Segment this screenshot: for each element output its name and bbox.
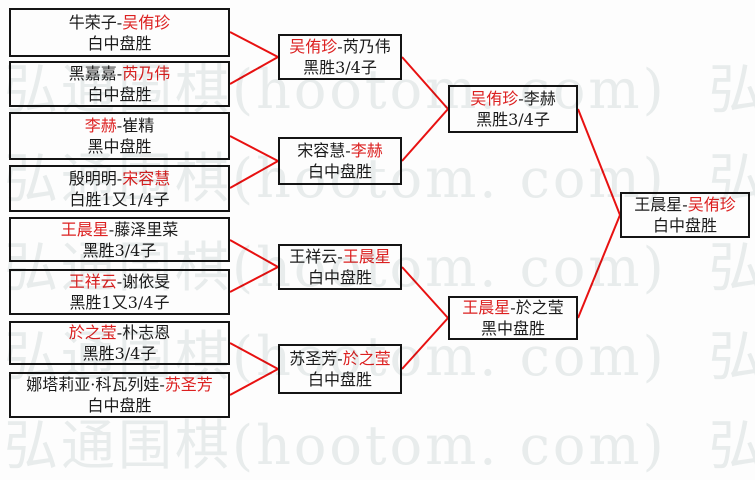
player-name: 芮乃伟: [342, 37, 391, 56]
match-players: 牛荣子-吴侑珍: [68, 12, 171, 32]
match-players: 宋容慧-李赫: [297, 141, 383, 160]
player-name: 於之莹: [515, 298, 564, 317]
player-name: 宋容慧: [122, 168, 171, 188]
match-result: 白胜1又1/4子: [69, 189, 170, 209]
player-name: 吴侑珍: [687, 195, 736, 214]
player-name: 朴志恩: [122, 323, 171, 342]
match-result: 黑中盘胜: [87, 137, 152, 156]
player-name: 牛荣子: [68, 12, 117, 32]
player-name: 苏圣芳: [289, 349, 338, 368]
connector-line: [229, 266, 279, 293]
match-box-final: 王晨星-吴侑珍 白中盘胜: [620, 192, 750, 238]
player-name: 李赫: [84, 116, 117, 135]
match-players: 娜塔莉亚·科瓦列娃-苏圣芳: [26, 375, 213, 394]
match-players: 殷明明-宋容慧: [68, 168, 171, 188]
player-name: 吴侑珍: [470, 89, 519, 108]
connector-line: [229, 239, 279, 268]
match-result: 黑胜1又3/4子: [69, 293, 170, 312]
match-box-semifinal-1: 吴侑珍-李赫 黑胜3/4子: [448, 85, 578, 133]
player-name: 殷明明: [68, 168, 117, 188]
connector-line: [229, 368, 279, 396]
player-name: 王晨星: [634, 195, 683, 214]
match-box-round1-7: 於之莹-朴志恩 黑胜3/4子: [9, 321, 230, 365]
player-name: 谢依旻: [122, 272, 171, 291]
match-box-semifinal-2: 王晨星-於之莹 黑中盘胜: [448, 296, 578, 340]
match-players: 王晨星-藤泽里菜: [60, 219, 179, 239]
player-name: 苏圣芳: [164, 375, 213, 394]
connector-line: [401, 266, 449, 319]
match-result: 白中盘胜: [307, 162, 372, 181]
match-box-round2-1: 吴侑珍-芮乃伟 黑胜3/4子: [278, 34, 402, 80]
connector-line: [229, 160, 279, 189]
match-box-round1-5: 王晨星-藤泽里菜 黑胜3/4子: [9, 217, 230, 262]
player-name: 於之莹: [68, 323, 117, 342]
connector-line: [401, 108, 449, 162]
player-name: 王晨星: [60, 219, 109, 239]
match-players: 李赫-崔精: [84, 116, 155, 135]
connector-line: [229, 342, 279, 370]
match-players: 黑嘉嘉-芮乃伟: [68, 64, 171, 83]
match-result: 黑胜3/4子: [303, 58, 377, 77]
connector-line: [401, 317, 449, 370]
match-result: 黑胜3/4子: [82, 344, 157, 363]
connector-line: [229, 135, 279, 162]
player-name: 於之莹: [342, 349, 391, 368]
match-result: 黑胜3/4子: [476, 110, 550, 129]
player-name: 藤泽里菜: [114, 219, 179, 239]
match-result: 白中盘胜: [87, 33, 152, 53]
connector-line: [577, 214, 621, 319]
tournament-bracket: 牛荣子-吴侑珍 白中盘胜 黑嘉嘉-芮乃伟 白中盘胜 李赫-崔精 黑中盘胜 殷明明…: [4, 8, 755, 477]
match-players: 王晨星-吴侑珍: [634, 195, 736, 214]
bracket-connector-lines: [229, 31, 621, 396]
player-name: 吴侑珍: [122, 12, 171, 32]
match-result: 黑中盘胜: [480, 319, 545, 338]
match-result: 白中盘胜: [87, 85, 152, 104]
player-name: 王祥云: [289, 247, 338, 266]
match-box-round1-4: 殷明明-宋容慧 白胜1又1/4子: [9, 165, 230, 212]
player-name: 娜塔莉亚·科瓦列娃: [26, 375, 160, 394]
match-box-round1-3: 李赫-崔精 黑中盘胜: [9, 112, 230, 160]
connector-line: [229, 31, 279, 58]
match-players: 吴侑珍-李赫: [470, 89, 556, 108]
player-name: 黑嘉嘉: [68, 64, 117, 83]
connector-line: [401, 56, 449, 110]
match-players: 於之莹-朴志恩: [68, 323, 171, 342]
match-box-round1-1: 牛荣子-吴侑珍 白中盘胜: [9, 8, 230, 57]
match-players: 王祥云-王晨星: [289, 247, 391, 266]
match-result: 黑胜3/4子: [82, 240, 157, 260]
player-name: 王晨星: [462, 298, 511, 317]
match-players: 王祥云-谢依旻: [68, 272, 171, 291]
match-players: 苏圣芳-於之莹: [289, 349, 391, 368]
player-name: 李赫: [350, 141, 383, 160]
match-result: 白中盘胜: [307, 370, 372, 389]
player-name: 吴侑珍: [289, 37, 338, 56]
match-result: 白中盘胜: [87, 396, 152, 415]
player-name: 崔精: [122, 116, 155, 135]
player-name: 芮乃伟: [122, 64, 171, 83]
player-name: 李赫: [523, 89, 556, 108]
match-box-round1-8: 娜塔莉亚·科瓦列娃-苏圣芳 白中盘胜: [9, 372, 230, 418]
match-players: 王晨星-於之莹: [462, 298, 564, 317]
match-result: 白中盘胜: [652, 216, 717, 235]
match-box-round2-2: 宋容慧-李赫 白中盘胜: [278, 137, 402, 185]
connector-line: [577, 108, 621, 216]
player-name: 宋容慧: [297, 141, 346, 160]
match-players: 吴侑珍-芮乃伟: [289, 37, 391, 56]
connector-line: [229, 56, 279, 85]
player-name: 王晨星: [342, 247, 391, 266]
match-result: 白中盘胜: [307, 268, 372, 287]
match-box-round2-4: 苏圣芳-於之莹 白中盘胜: [278, 344, 402, 394]
match-box-round1-2: 黑嘉嘉-芮乃伟 白中盘胜: [9, 61, 230, 107]
match-box-round1-6: 王祥云-谢依旻 黑胜1又3/4子: [9, 269, 230, 315]
player-name: 王祥云: [68, 272, 117, 291]
match-box-round2-3: 王祥云-王晨星 白中盘胜: [278, 244, 402, 290]
